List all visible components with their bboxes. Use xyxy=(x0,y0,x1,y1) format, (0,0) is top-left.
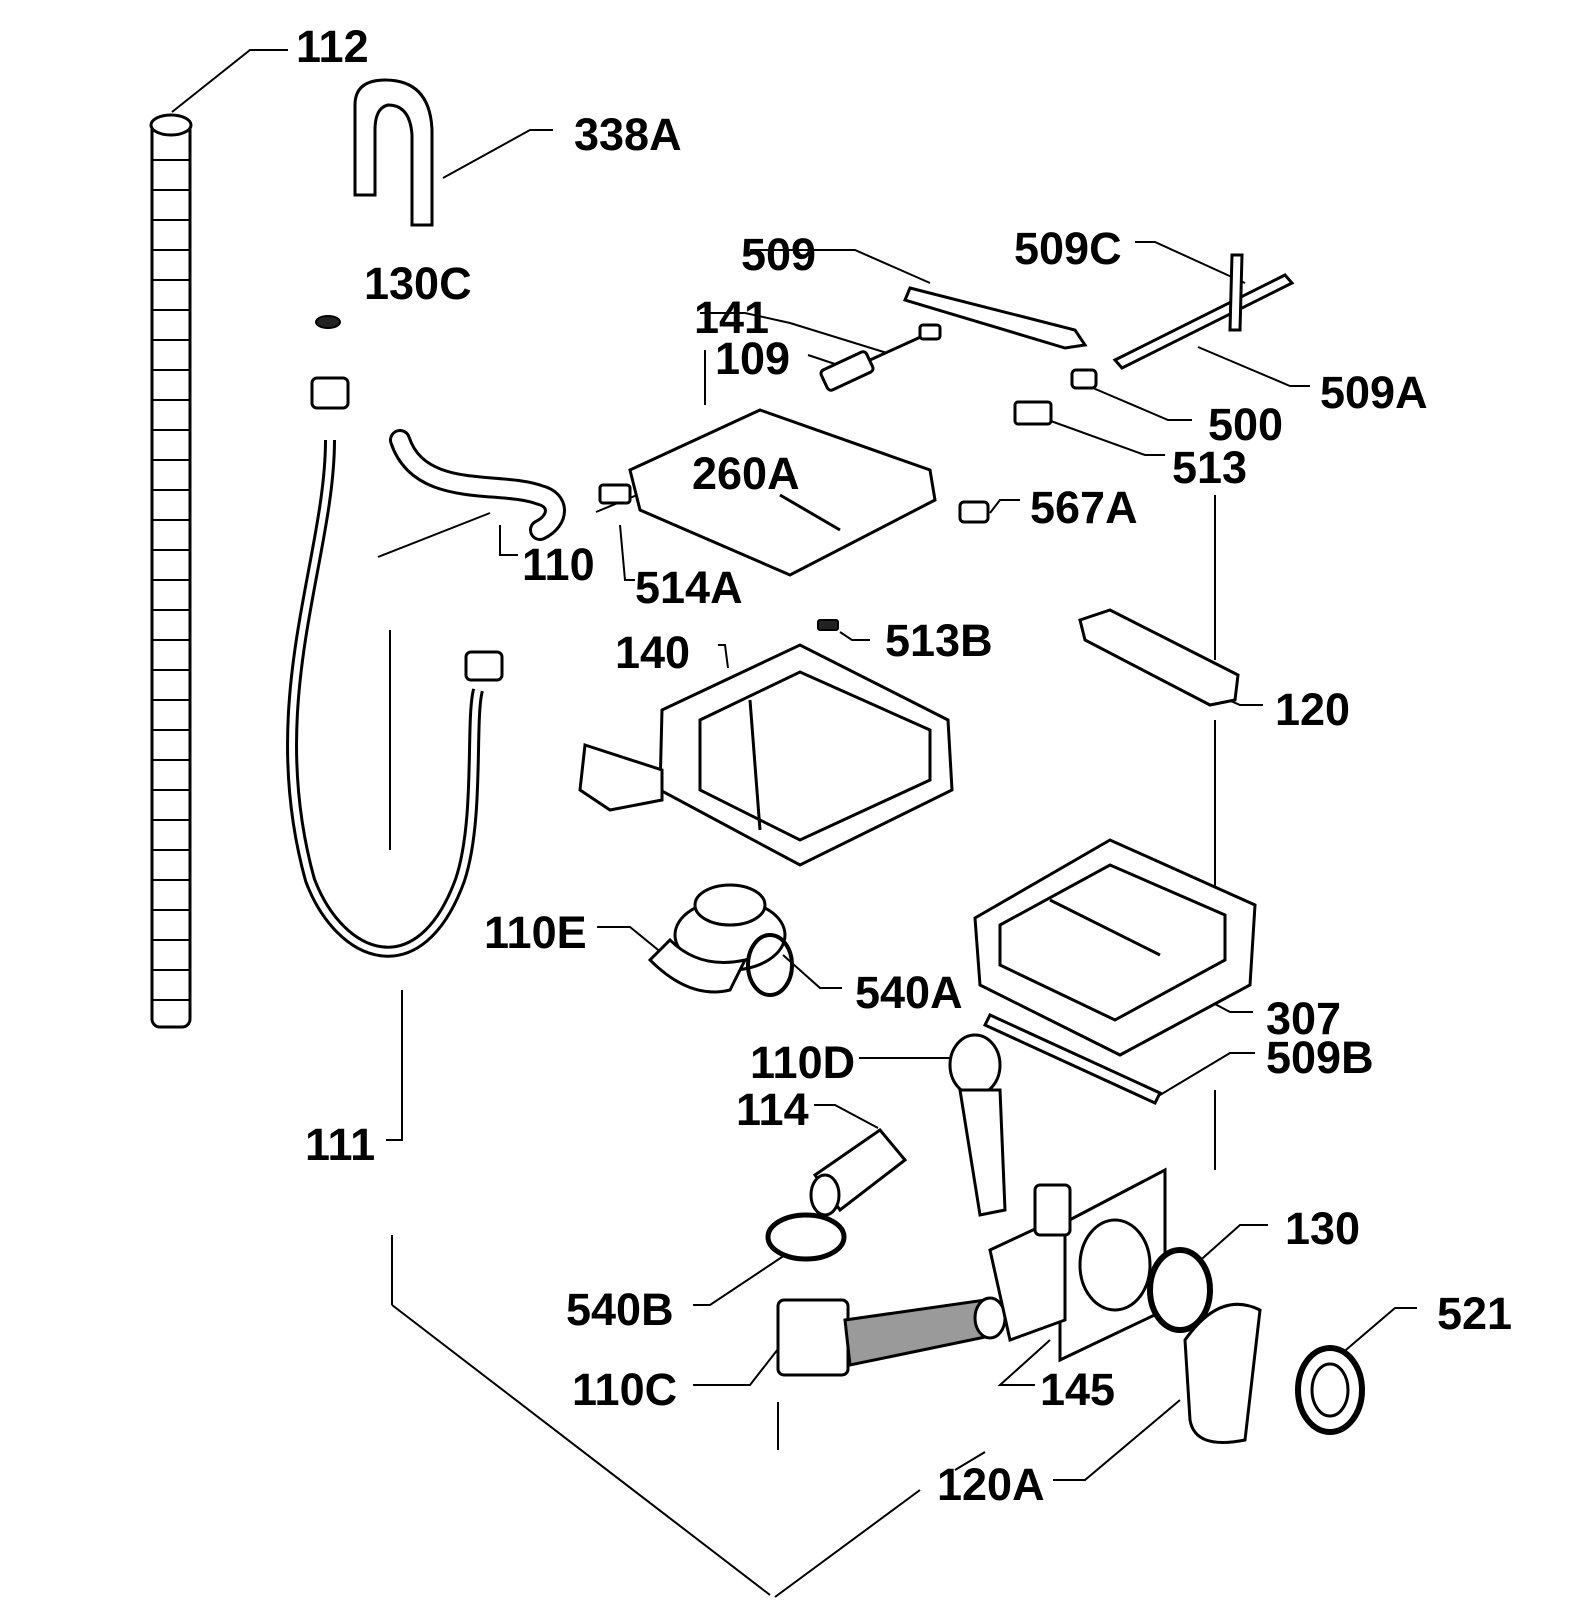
callout-521: 521 xyxy=(1437,1288,1513,1339)
callout-110: 110 xyxy=(522,539,595,590)
part-513 xyxy=(1013,400,1053,426)
part-140-dispenser-housing xyxy=(578,643,954,867)
callout-567A: 567A xyxy=(1030,482,1138,533)
callout-109: 109 xyxy=(715,333,791,384)
callout-307: 307 xyxy=(1266,993,1342,1044)
callout-114: 114 xyxy=(736,1084,809,1135)
part-338A-hose-hook xyxy=(353,78,434,227)
callout-112: 112 xyxy=(296,21,369,72)
part-110E-hose-540A-clamp xyxy=(647,883,794,997)
part-509B-rod xyxy=(982,1013,1163,1105)
callout-509C: 509C xyxy=(1014,223,1122,274)
part-145-pump xyxy=(988,1167,1167,1363)
part-307-detergent-drawer xyxy=(973,838,1257,1057)
callout-111: 111 xyxy=(305,1119,376,1170)
callout-509B: 509B xyxy=(1266,1032,1374,1083)
callout-130: 130 xyxy=(1285,1203,1361,1254)
callout-130C: 130C xyxy=(364,258,472,309)
callout-260A: 260A xyxy=(692,448,800,499)
part-111-inlet-hose xyxy=(286,376,504,958)
callout-145: 145 xyxy=(1040,1364,1116,1415)
callout-509A: 509A xyxy=(1320,367,1428,418)
part-112-drain-hose xyxy=(149,113,193,1029)
part-120A-filter xyxy=(1183,1302,1262,1444)
part-120-handle xyxy=(1078,608,1240,707)
part-114-capacitor xyxy=(809,1127,908,1217)
callout-338A: 338A xyxy=(574,109,682,160)
part-500 xyxy=(1070,368,1098,390)
part-260A-frame xyxy=(598,408,937,577)
callout-500: 500 xyxy=(1208,399,1284,450)
part-521-cap xyxy=(1295,1345,1365,1435)
callout-120A: 120A xyxy=(937,1459,1045,1510)
callout-140: 140 xyxy=(615,627,691,678)
part-513B-clip xyxy=(817,619,839,631)
callout-141: 141 xyxy=(694,292,770,343)
callout-110C: 110C xyxy=(572,1364,678,1415)
part-130C-washer xyxy=(315,315,341,329)
callout-110D: 110D xyxy=(750,1037,856,1088)
part-110D-hose xyxy=(948,1033,1007,1217)
callout-513B: 513B xyxy=(885,615,993,666)
part-567A xyxy=(958,500,990,524)
part-110C-hose xyxy=(776,1296,1007,1377)
part-509A-509C-rod xyxy=(1112,253,1295,370)
callout-540A: 540A xyxy=(855,967,963,1018)
callout-509: 509 xyxy=(741,229,817,280)
callout-120: 120 xyxy=(1275,684,1351,735)
callout-513: 513 xyxy=(1172,442,1248,493)
callout-514A: 514A xyxy=(635,562,743,613)
callout-110E: 110E xyxy=(484,907,587,958)
part-141-sensor xyxy=(819,323,942,392)
part-110-hose xyxy=(389,429,566,541)
part-540B-clamp xyxy=(765,1212,847,1262)
callout-540B: 540B xyxy=(566,1284,674,1335)
part-130-seal xyxy=(1147,1247,1213,1333)
part-509-lever xyxy=(902,286,1088,350)
leader-lines xyxy=(171,49,1417,1481)
